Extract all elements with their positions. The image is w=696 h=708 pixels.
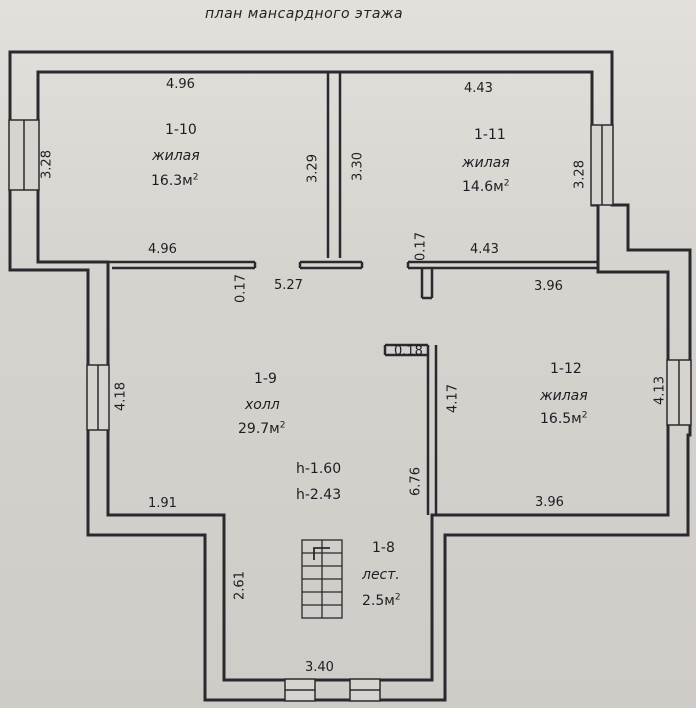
room-type-1-9: холл [245,397,280,413]
plan-title: план мансардного этажа [205,6,404,22]
dim-bottom: 3.40 [305,660,334,675]
height-mark-high: h-2.43 [296,487,342,503]
room-number-1-12: 1-12 [550,361,582,377]
hall-right-wall [383,343,438,515]
dim-partition-left: 3.29 [305,154,321,183]
partition-left-rooms [108,260,257,270]
dim-t-left: 0.17 [233,274,249,303]
outer-wall-outline [8,50,692,702]
dim-top-right: 4.43 [464,81,493,96]
room-area-1-10: 16.3м2 [151,172,199,189]
staircase [301,539,343,619]
dim-left-room-height: 3.28 [39,150,55,179]
dim-bottom-right: 3.96 [535,495,564,510]
room-number-1-10: 1-10 [165,122,197,138]
dim-hall-left: 4.18 [113,382,129,411]
room-area-1-9: 29.7м2 [238,420,286,437]
dim-stair-height: 2.61 [232,571,248,600]
room-number-1-11: 1-11 [474,127,506,143]
room-number-1-8: 1-8 [372,540,395,556]
dim-r12-right: 4.13 [652,376,668,405]
room-type-1-11: жилая [462,155,510,171]
partition-stub [420,268,434,300]
room-area-1-8: 2.5м2 [362,592,401,609]
dim-t-right: 0.17 [413,232,429,261]
central-partition-cap [298,260,364,270]
dim-hall-right: 6.76 [408,467,424,496]
dim-right-room-height: 3.28 [572,160,588,189]
dim-right-top: 3.96 [534,279,563,294]
dim-mid-left: 4.96 [148,242,177,257]
dim-top-left: 4.96 [166,77,195,92]
dim-hall-top: 5.27 [274,278,303,293]
room-type-1-8: лест. [362,567,400,583]
dim-mid-right: 4.43 [470,242,499,257]
partition-right-rooms [406,260,598,270]
windows [8,119,692,702]
dim-r12-left: 4.17 [445,384,461,413]
room-area-1-11: 14.6м2 [462,178,510,195]
room-area-1-12: 16.5м2 [540,410,588,427]
dim-bottom-left: 1.91 [148,496,177,511]
central-partition [326,72,342,258]
height-mark-low: h-1.60 [296,461,342,477]
dim-wall-018: 0.18 [394,344,423,359]
room-type-1-10: жилая [152,148,200,164]
dim-partition-right: 3.30 [350,152,366,181]
room-type-1-12: жилая [540,388,588,404]
room-number-1-9: 1-9 [254,371,277,387]
